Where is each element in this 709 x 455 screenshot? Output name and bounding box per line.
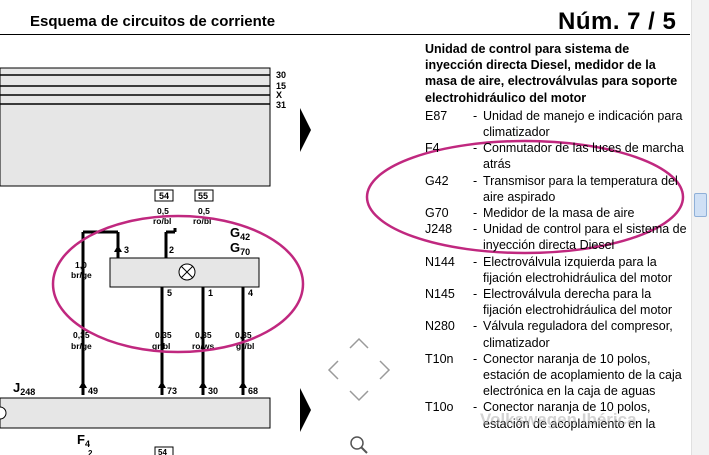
control-unit-label-j248: J248 [13,380,35,397]
entry-code: E87 [425,108,448,123]
entry-text: Conmutador de las luces de marcha atrás [483,141,684,172]
entry-code: G70 [425,206,449,221]
watermark: Volkswagen Ibérica [480,410,637,429]
entry-text: Electroválvula derecha para la fijación … [483,287,672,318]
upper-panel [0,67,271,187]
entry-text: Conector naranja de 10 polos, estación d… [483,400,656,431]
header-divider [0,34,690,35]
pan-control[interactable] [327,337,391,402]
legend-entry: F4-Conmutador de las luces de marcha atr… [425,140,687,172]
fuse-54-box [154,189,174,202]
entry-text: Válvula reguladora del compresor, climat… [483,319,673,350]
legend-entry: J248-Unidad de control para el sistema d… [425,222,687,253]
document-title: Esquema de circuitos de corriente [30,13,276,30]
fuse-54-label: 54 [159,191,169,201]
entry-text: Electroválvula izquierda para la fijació… [483,254,672,285]
entry-text: Unidad de manejo e indicación para clima… [483,108,683,140]
bus-label-x: X [276,90,282,100]
entry-code: J248 [425,222,453,237]
pin-5: 5 [167,288,172,298]
legend-entry: N144-Electroválvula izquierda para la fi… [425,254,687,286]
fuse-55-label: 55 [198,191,208,201]
legend-entry: E87-Unidad de manejo e indicación para c… [425,108,687,140]
pan-left-icon[interactable] [327,360,339,380]
bottom-pin: 2 [88,449,93,455]
entry-code: N144 [425,254,455,269]
legend-entry: T10n-Conector naranja de 10 polos, estac… [425,351,687,400]
scrollbar-thumb[interactable] [694,193,707,217]
entry-text: Transmisor para la temperatura del aire … [483,173,678,204]
entry-text: Conector naranja de 10 polos, estación d… [483,351,682,399]
legend-entry: T10o-Conector naranja de 10 polos, estac… [425,399,687,431]
pin-2: 2 [169,245,174,255]
pin-1: 1 [208,288,213,298]
fuse-55-box [194,189,214,202]
pan-down-icon[interactable] [349,390,369,402]
entry-text: Medidor de la masa de aire [483,206,635,221]
next-page-arrow-lower-icon[interactable] [300,388,311,432]
annotation-circle-legend [365,139,685,255]
pan-right-icon[interactable] [379,360,391,380]
legend-title: Unidad de control para sistema de inyecc… [425,42,678,105]
entry-code: N145 [425,287,455,302]
legend-panel: Unidad de control para sistema de inyecc… [425,41,687,432]
entry-code: N280 [425,319,455,334]
zoom-icon[interactable] [350,436,368,454]
pin-3: 3 [124,245,129,255]
entry-code: G42 [425,173,449,188]
pan-up-icon[interactable] [349,337,369,349]
page-number: Núm. 7 / 5 [558,8,677,35]
next-page-arrow-icon[interactable] [300,108,311,152]
bus-label-31: 31 [276,100,286,110]
terminal-68: 68 [248,386,258,396]
pin-4: 4 [248,288,253,298]
bus-label-15: 15 [276,81,286,91]
terminal-73: 73 [167,386,177,396]
terminal-49: 49 [88,386,98,396]
terminal-30: 30 [208,386,218,396]
bottom-fuse-label: 54 [158,448,167,455]
entry-code: F4 [425,141,440,156]
legend-entry: G70-Medidor de la masa de aire [425,205,687,221]
legend-entry: G42-Transmisor para la temperatura del a… [425,173,687,205]
bus-label-30: 30 [276,70,286,80]
annotation-circle-diagram [51,214,305,354]
sensor-label-g70: G70 [230,240,250,257]
control-unit-j248-box [0,397,271,429]
entry-text: Unidad de control para el sistema de iny… [483,222,687,253]
legend-entry: N145-Electroválvula derecha para la fija… [425,286,687,318]
switch-label-f4: F4 [77,432,90,449]
entry-code: T10o [425,400,454,415]
vertical-scrollbar[interactable] [691,0,709,455]
legend-entry: N280-Válvula reguladora del compresor, c… [425,318,687,350]
entry-code: T10n [425,351,454,366]
